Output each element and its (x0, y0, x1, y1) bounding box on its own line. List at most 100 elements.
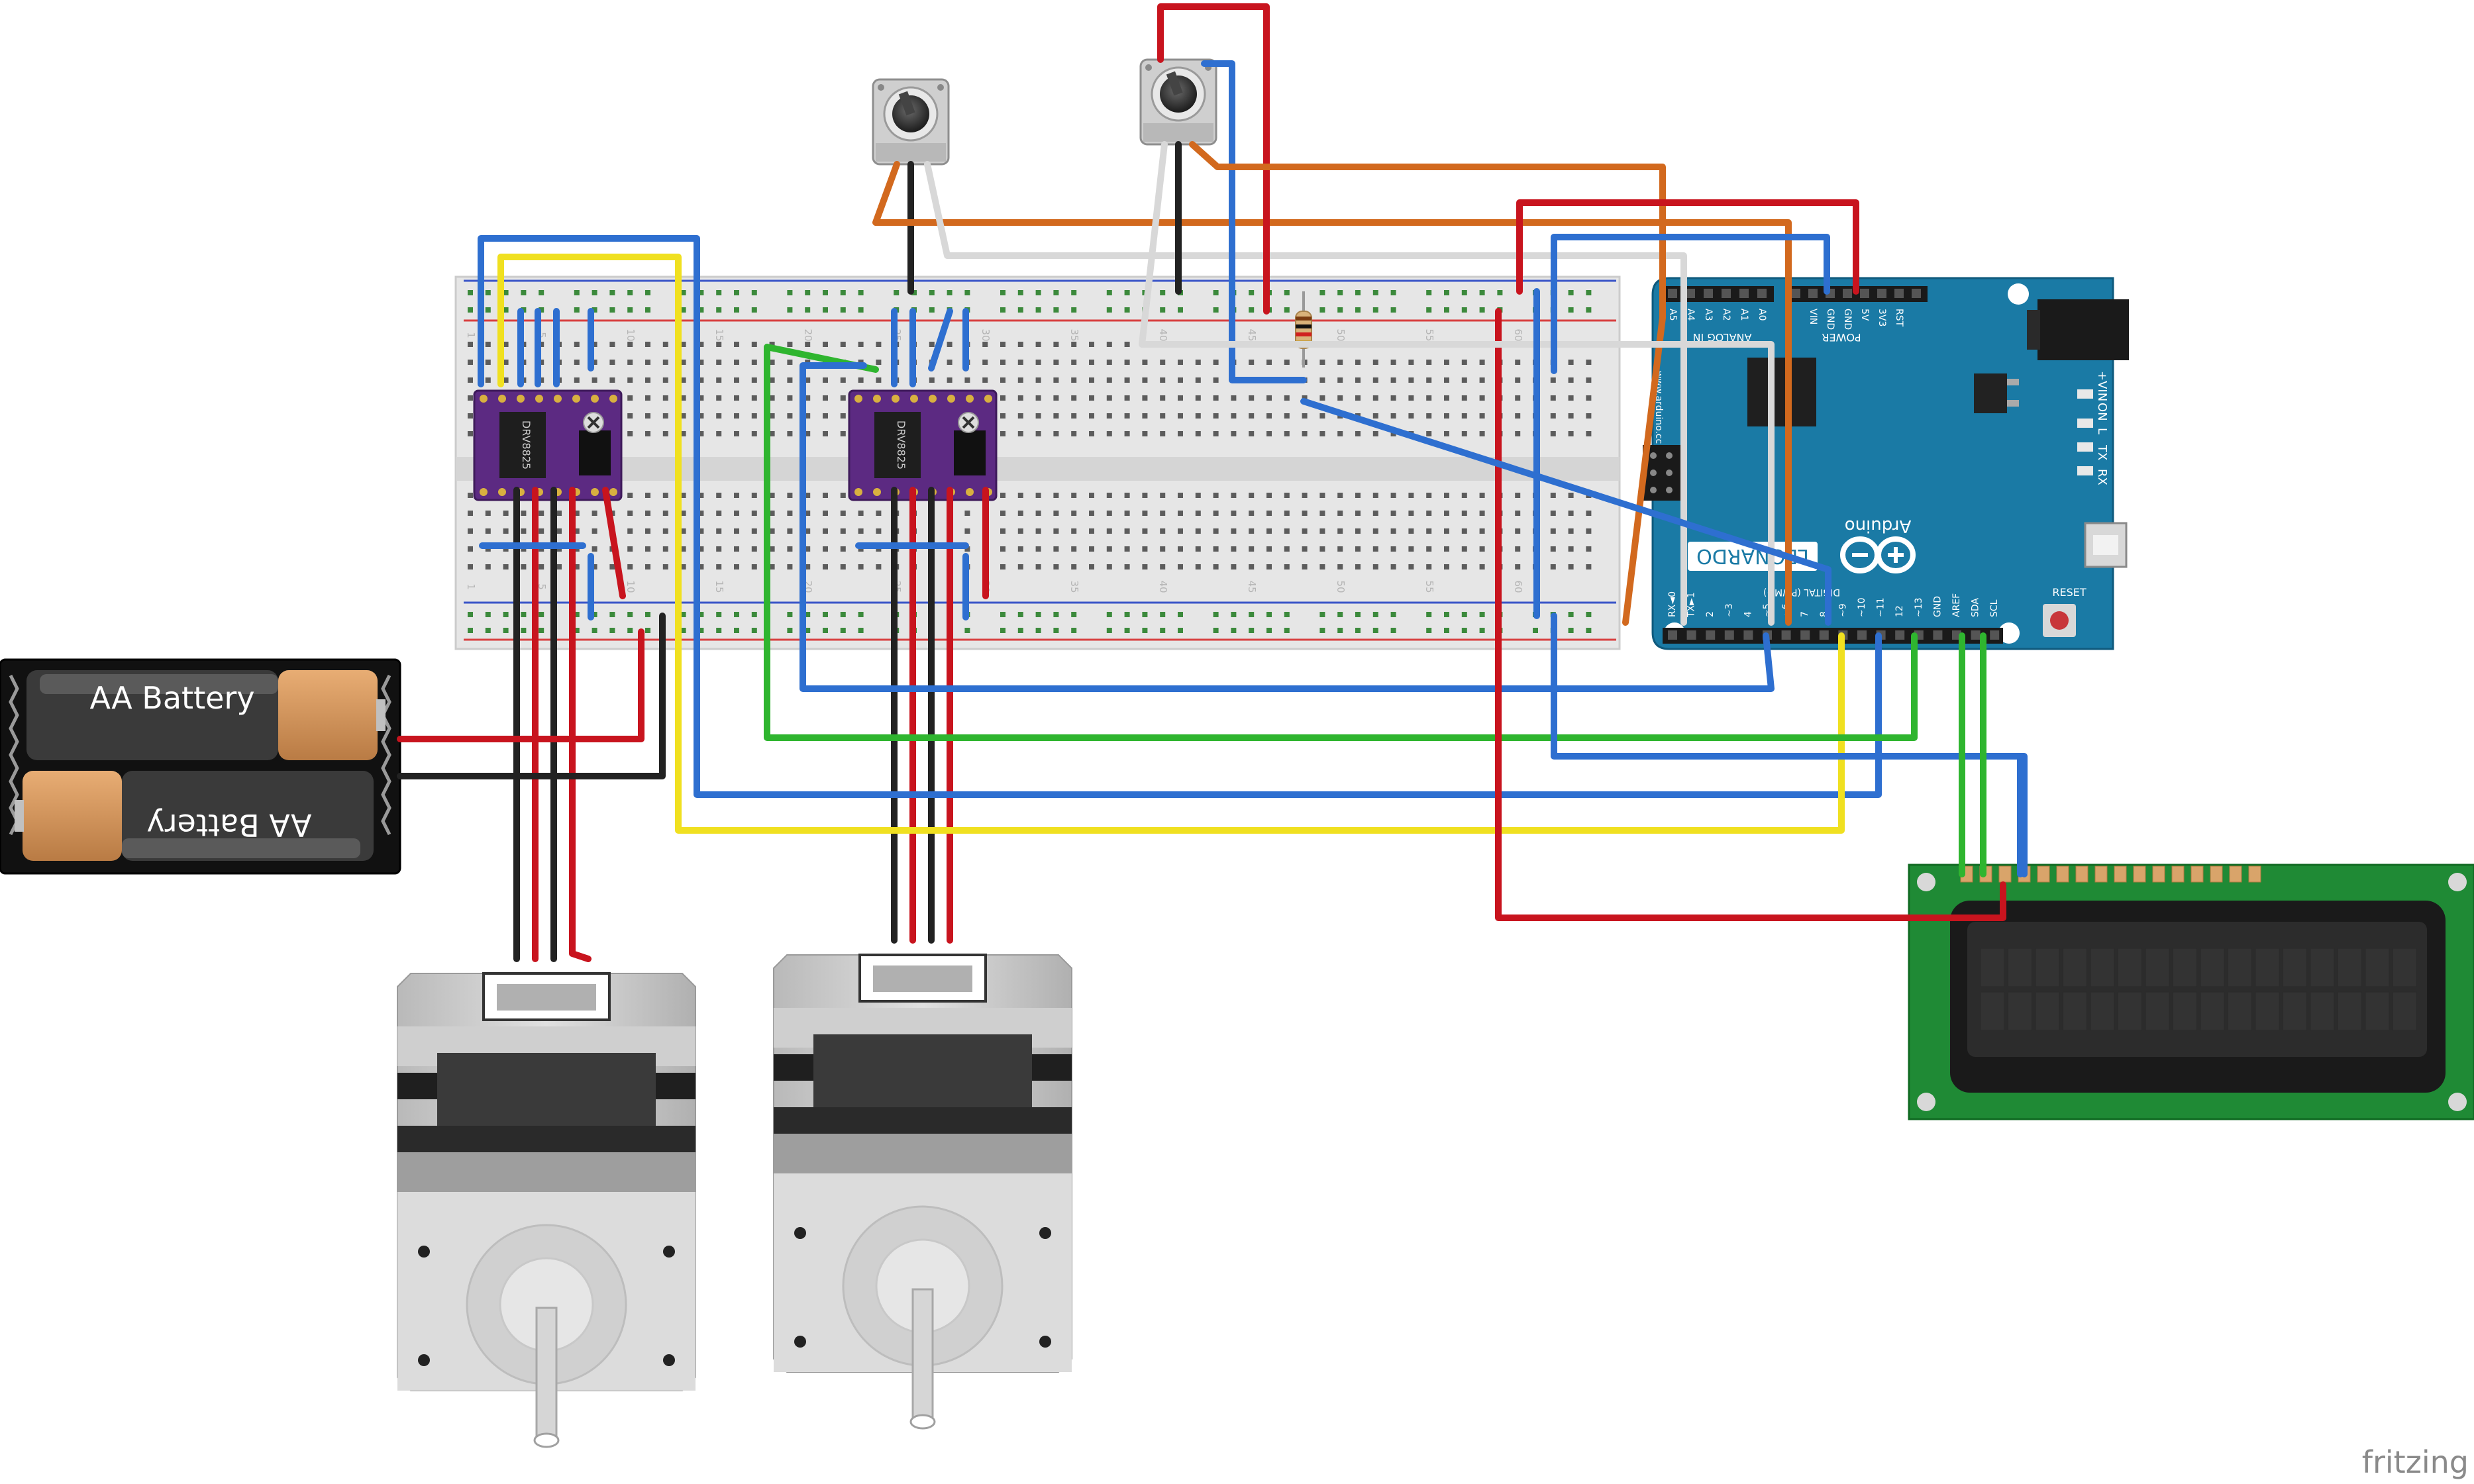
lcd-character-cells (1980, 948, 2417, 1031)
breadboard-hole (734, 528, 739, 534)
pin-label: SDA (1971, 598, 1981, 617)
breadboard-hole (609, 377, 615, 383)
breadboard-hole (1035, 546, 1041, 552)
breadboard-hole (1089, 377, 1094, 383)
breadboard-rail-hole (716, 628, 722, 633)
lcd-pin (2210, 866, 2223, 883)
breadboard-hole (1337, 564, 1343, 569)
breadboard-hole (1017, 431, 1023, 436)
breadboard-hole (1444, 395, 1449, 401)
pin-label: A4 (1685, 309, 1696, 321)
breadboard-rail-hole (609, 628, 615, 633)
breadboard-hole (539, 342, 544, 347)
breadboard-hole (1372, 493, 1378, 498)
breadboard-rail-hole (1071, 307, 1077, 313)
breadboard-hole (662, 377, 668, 383)
wire-red (602, 487, 626, 599)
driver-pin (609, 395, 617, 403)
breadboard-hole (1479, 493, 1485, 498)
breadboard-hole (751, 511, 757, 516)
breadboard-rail-hole (787, 307, 793, 313)
breadboard-hole (1195, 511, 1201, 516)
breadboard-hole (503, 342, 509, 347)
breadboard-hole (1160, 528, 1166, 534)
breadboard: 1155101015152020252530303535404045455050… (454, 275, 1621, 650)
breadboard-hole (1408, 511, 1414, 516)
motor-shaft (911, 1288, 934, 1423)
breadboard-hole (1426, 395, 1432, 401)
breadboard-hole (1444, 360, 1449, 365)
breadboard-hole (1319, 413, 1325, 419)
breadboard-column-number: 60 (1512, 580, 1524, 593)
breadboard-rail-hole (1000, 307, 1005, 313)
breadboard-hole (1586, 360, 1592, 365)
breadboard-hole (1302, 493, 1308, 498)
breadboard-rail-hole (645, 307, 650, 313)
driver-pin (910, 395, 918, 403)
breadboard-hole (1017, 377, 1023, 383)
breadboard-column-numbers: 1155101015152020252530303535404045455050… (465, 328, 1524, 593)
breadboard-rail-hole (1106, 290, 1112, 295)
breadboard-rail-hole (840, 612, 846, 617)
breadboard-hole (1390, 528, 1396, 534)
breadboard-hole (1550, 493, 1556, 498)
breadboard-hole (680, 431, 686, 436)
breadboard-hole (769, 546, 775, 552)
breadboard-hole (1213, 528, 1219, 534)
breadboard-hole (1071, 360, 1077, 365)
breadboard-hole (1586, 546, 1592, 552)
breadboard-hole (1017, 413, 1023, 419)
lcd-pin (1998, 866, 2012, 883)
breadboard-hole (468, 431, 473, 436)
driver-pin (554, 395, 562, 403)
breadboard-hole (1089, 342, 1094, 347)
pin-label: GND (1825, 309, 1835, 330)
breadboard-hole (1089, 528, 1094, 534)
breadboard-rail-hole (680, 290, 686, 295)
breadboard-rail-hole (539, 628, 544, 633)
breadboard-rail-hole (503, 612, 509, 617)
lcd-pin (2056, 866, 2069, 883)
breadboard-rail-hole (1053, 612, 1059, 617)
breadboard-rail-hole (1461, 290, 1467, 295)
breadboard-hole (1249, 564, 1255, 569)
breadboard-rail-hole (716, 290, 722, 295)
stepper-motor-2 (773, 954, 1072, 1430)
lcd-cell (2283, 991, 2307, 1031)
lcd-cell (2283, 948, 2307, 987)
breadboard-rail-hole (1337, 307, 1343, 313)
breadboard-hole (680, 377, 686, 383)
breadboard-hole (698, 413, 704, 419)
breadboard-hole (716, 395, 722, 401)
breadboard-hole (680, 528, 686, 534)
breadboard-rail-hole (1426, 290, 1432, 295)
breadboard-hole (503, 511, 509, 516)
breadboard-hole (716, 342, 722, 347)
header-pin (1686, 289, 1695, 298)
breadboard-rail-hole (1160, 290, 1166, 295)
lcd-cell (2063, 948, 2087, 987)
breadboard-hole (1195, 493, 1201, 498)
breadboard-hole (1195, 564, 1201, 569)
breadboard-hole (840, 493, 846, 498)
breadboard-rail-hole (716, 612, 722, 617)
driver-pins (480, 395, 617, 496)
breadboard-rail-hole (468, 628, 473, 633)
breadboard-hole (840, 342, 846, 347)
breadboard-rail-hole (1355, 290, 1361, 295)
breadboard-hole (787, 493, 793, 498)
breadboard-rail-hole (751, 628, 757, 633)
breadboard-rail-hole (1000, 612, 1005, 617)
breadboard-hole (592, 546, 597, 552)
breadboard-hole (1426, 564, 1432, 569)
breadboard-column-number: 15 (713, 328, 725, 341)
breadboard-hole (521, 564, 527, 569)
breadboard-rail-hole (1142, 628, 1148, 633)
voltage-regulator (1974, 373, 2007, 413)
breadboard-rail-hole (609, 612, 615, 617)
breadboard-hole (1053, 360, 1059, 365)
battery-label-bottom: AA Battery (146, 807, 311, 843)
breadboard-hole (1479, 395, 1485, 401)
breadboard-rail-hole (592, 612, 597, 617)
